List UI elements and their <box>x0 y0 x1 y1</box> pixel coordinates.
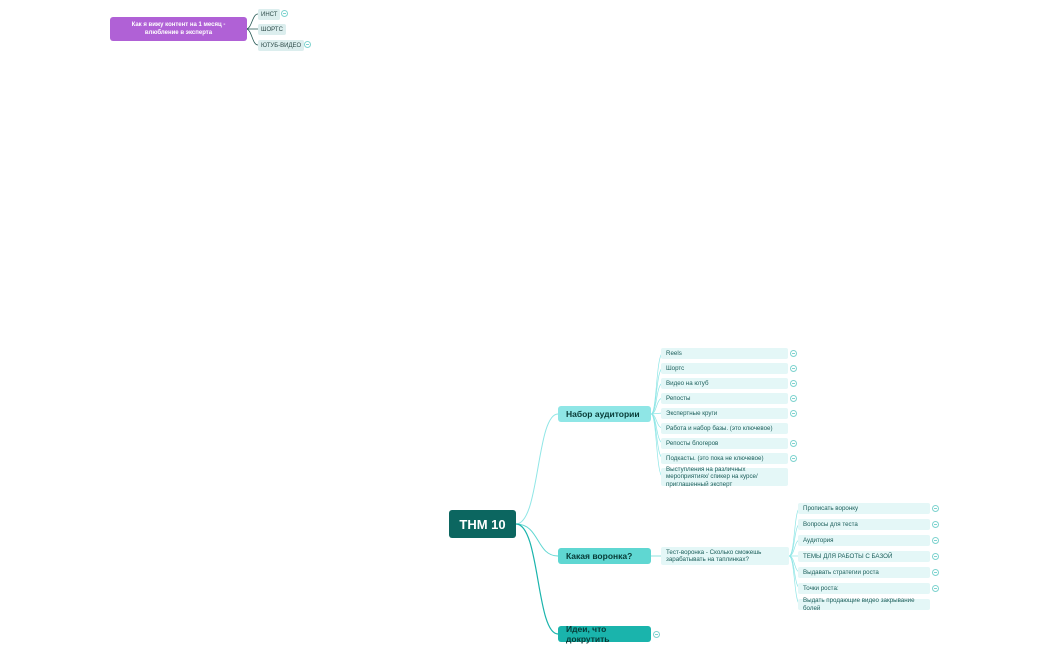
leaf-item[interactable]: Подкасты. (это пока не ключевое) <box>661 453 788 464</box>
leaf-item[interactable]: Работа и набор базы. (это ключевое) <box>661 423 788 434</box>
leaf-label: Репосты блогеров <box>666 439 719 447</box>
branch-audience[interactable]: Набор аудитории <box>558 406 651 422</box>
expand-icon[interactable] <box>790 380 797 387</box>
leaf-label: Видео на ютуб <box>666 379 709 387</box>
top-child-label: ЮТУБ-ВИДЕО <box>261 42 302 49</box>
leaf-label: Шортс <box>666 364 685 372</box>
leaf-label: Прописать воронку <box>803 504 859 512</box>
branch-label: Набор аудитории <box>566 409 640 419</box>
subleaf-item[interactable]: Вопросы для теста <box>798 519 930 530</box>
leaf-label: Работа и набор базы. (это ключевое) <box>666 424 773 432</box>
expand-icon[interactable] <box>932 521 939 528</box>
leaf-item[interactable]: Видео на ютуб <box>661 378 788 389</box>
leaf-label: Репосты <box>666 394 691 402</box>
subleaf-item[interactable]: ТЕМЫ ДЛЯ РАБОТЫ С БАЗОЙ <box>798 551 930 562</box>
expand-icon[interactable] <box>281 10 288 17</box>
leaf-item[interactable]: Репосты блогеров <box>661 438 788 449</box>
subleaf-item[interactable]: Точки роста: <box>798 583 930 594</box>
expand-icon[interactable] <box>932 569 939 576</box>
top-child-inst[interactable]: ИНСТ <box>258 9 281 20</box>
top-child-youtube[interactable]: ЮТУБ-ВИДЕО <box>258 40 305 51</box>
leaf-label: Выдавать стратегии роста <box>803 568 879 576</box>
leaf-label: Reels <box>666 349 682 357</box>
root-label: ТНМ 10 <box>459 516 506 532</box>
top-child-label: ИНСТ <box>261 11 278 18</box>
expand-icon[interactable] <box>653 631 660 638</box>
expand-icon[interactable] <box>932 505 939 512</box>
top-child-label: ШОРТС <box>261 26 283 33</box>
leaf-label: ТЕМЫ ДЛЯ РАБОТЫ С БАЗОЙ <box>803 552 893 560</box>
branch-funnel[interactable]: Какая воронка? <box>558 548 651 564</box>
expand-icon[interactable] <box>790 350 797 357</box>
leaf-item[interactable]: Выступления на различных мероприятиях/ с… <box>661 465 788 488</box>
branch-label: Идеи, что докрутить <box>566 624 610 644</box>
leaf-label: Подкасты. (это пока не ключевое) <box>666 454 764 462</box>
expand-icon[interactable] <box>790 395 797 402</box>
expand-icon[interactable] <box>790 440 797 447</box>
leaf-item[interactable]: Репосты <box>661 393 788 404</box>
branch-label: Какая воронка? <box>566 551 633 561</box>
subleaf-item[interactable]: Выдать продающие видео закрывание болей <box>798 597 930 612</box>
leaf-label: Выступления на различных мероприятиях/ с… <box>666 465 758 488</box>
subleaf-item[interactable]: Выдавать стратегии роста <box>798 567 930 578</box>
expand-icon[interactable] <box>932 537 939 544</box>
leaf-label: Точки роста: <box>803 584 839 592</box>
expand-icon[interactable] <box>790 455 797 462</box>
leaf-item[interactable]: Reels <box>661 348 788 359</box>
branch-ideas[interactable]: Идеи, что докрутить <box>558 624 651 644</box>
leaf-label: Экспертные круги <box>666 409 718 417</box>
expand-icon[interactable] <box>304 41 311 48</box>
subleaf-item[interactable]: Прописать воронку <box>798 503 930 514</box>
top-root-node[interactable]: Как я вижу контент на 1 месяц - влюблени… <box>110 17 247 41</box>
root-node[interactable]: ТНМ 10 <box>449 510 516 538</box>
leaf-item[interactable]: Шортс <box>661 363 788 374</box>
leaf-label: Тест-воронка - Сколько сможешь зарабатыв… <box>666 548 762 564</box>
expand-icon[interactable] <box>790 410 797 417</box>
leaf-label: Вопросы для теста <box>803 520 858 528</box>
top-child-shorts[interactable]: ШОРТС <box>258 24 286 35</box>
expand-icon[interactable] <box>932 553 939 560</box>
funnel-item[interactable]: Тест-воронка - Сколько сможешь зарабатыв… <box>661 547 789 565</box>
leaf-item[interactable]: Экспертные круги <box>661 408 788 419</box>
subleaf-item[interactable]: Аудитория <box>798 535 930 546</box>
expand-icon[interactable] <box>932 585 939 592</box>
leaf-label: Аудитория <box>803 536 834 544</box>
leaf-label: Выдать продающие видео закрывание болей <box>803 597 915 612</box>
expand-icon[interactable] <box>790 365 797 372</box>
top-root-label: Как я вижу контент на 1 месяц - влюблени… <box>131 22 226 36</box>
